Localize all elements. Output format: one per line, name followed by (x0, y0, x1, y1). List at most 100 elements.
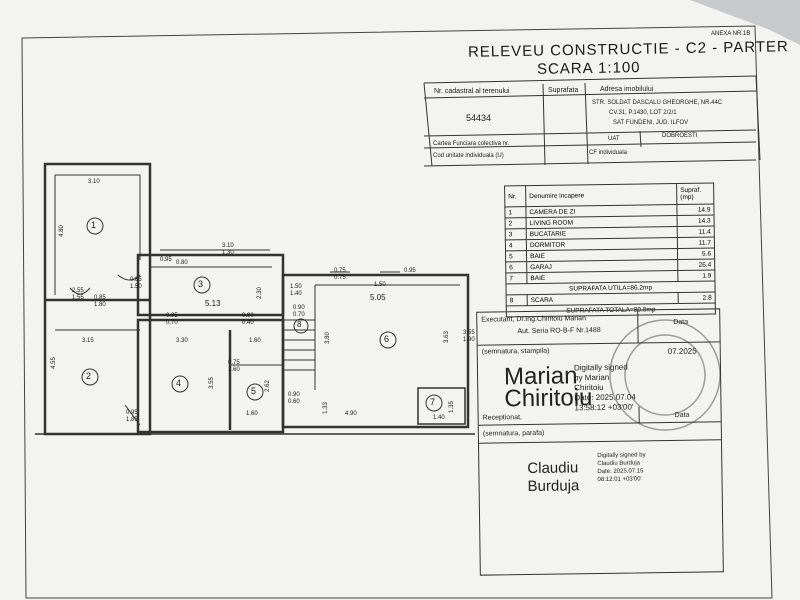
dimension-label: 3.10 (222, 243, 234, 249)
dimension-label: 1.40 (290, 291, 302, 297)
dimension-label: 0.60 (288, 399, 300, 405)
dimension-label: 0.90 (293, 305, 305, 311)
receptionat-semnatura: (semnatura, parafa) (482, 429, 545, 438)
address-line-2: CV.31, P.1430, LOT 2/2/1 (609, 110, 677, 116)
dimension-label: 0.90 (242, 313, 254, 319)
rooms-header-name: Denumire incapere (525, 183, 677, 207)
row-area: 5.6 (677, 248, 715, 260)
floor-plan (35, 162, 475, 436)
uat-label: UAT (608, 136, 620, 142)
digital-sign-text: Claudiu Burduja (597, 460, 641, 468)
dimension-label: 4.80 (58, 225, 65, 237)
dimension-label: 3.10 (88, 179, 100, 185)
receptionat-label: Receptionat, (482, 414, 523, 422)
dimension-label: 4.55 (50, 357, 57, 369)
dimension-label: 3.15 (82, 338, 94, 344)
row-nr: 6 (505, 261, 527, 273)
room-number-7: 7 (430, 397, 436, 407)
signature-box: Executant, Dr.Ing.Chiritoiu Marian Aut. … (476, 308, 724, 576)
dimension-label: 0.90 (288, 392, 300, 398)
dimension-label: 1.50 (130, 284, 142, 290)
dimension-label: 1.55 (72, 295, 84, 301)
row-nr: 4 (505, 239, 527, 251)
dimension-label: 3.55 (463, 330, 475, 336)
dimension-label: 3.30 (176, 338, 188, 344)
executant-data-value: 07.2025 (667, 346, 697, 357)
rooms-header-nr: Nr. (504, 185, 526, 207)
digital-sign-text: 13:58:12 +03'00' (574, 402, 634, 413)
annex-label: ANEXA NR.1B (711, 31, 751, 37)
dimension-label: 0.75 (334, 275, 346, 281)
dimension-label: 0.95 (126, 410, 138, 416)
scale-label: SCARA 1:100 (536, 59, 641, 78)
dimension-label: 1.60 (249, 338, 261, 344)
dimension-label: 0.70 (166, 320, 178, 326)
dimension-label: 0.85 (94, 295, 106, 301)
room-number-2: 2 (86, 371, 92, 381)
dimension-label: 1.85 (126, 417, 138, 423)
row-nr: 5 (505, 250, 527, 262)
room-number-5: 5 (251, 386, 257, 396)
dimension-label: 0.75 (228, 360, 240, 366)
cf-individuala-label: CF individuala (589, 150, 628, 156)
dimension-label: 3.63 (443, 331, 450, 343)
room-number-6: 6 (384, 334, 390, 344)
dimension-label: 3.80 (324, 332, 331, 344)
cadastral-value: 54434 (466, 113, 492, 123)
dimension-label: 1.35 (448, 401, 455, 413)
room-number-1: 1 (91, 220, 97, 230)
row-nr: 8 (506, 294, 528, 306)
executant-semnatura: (semnatura, stampila) (481, 347, 550, 356)
dimension-label: 1.30 (222, 250, 234, 256)
cadastral-header: Nr. cadastral al terenului (434, 88, 510, 95)
row-nr: 2 (505, 217, 527, 229)
stamp (609, 319, 721, 431)
dimension-label: 1.80 (94, 302, 106, 308)
dimension-label: 0.40 (242, 320, 254, 326)
dimension-label: 0.95 (404, 268, 416, 274)
dimension-label: 1.90 (463, 337, 475, 343)
dimension-label: 2.55 (72, 288, 84, 294)
dimension-label: 0.85 (130, 277, 142, 283)
executant-label: Executant, Dr.Ing.Chiritoiu Marian (481, 315, 586, 324)
dimension-label: 0.70 (293, 312, 305, 318)
room-number-4: 4 (176, 378, 182, 388)
row-area: 26.4 (677, 259, 715, 271)
digital-sign-text: Digitally signed (573, 362, 628, 373)
receptionat-data-label: Data (674, 411, 690, 419)
dimension-label: 0.80 (176, 260, 188, 266)
dimension-label: 0.95 (166, 313, 178, 319)
row-area: 14.3 (677, 215, 715, 227)
executant-data-label: Data (673, 318, 689, 326)
dimension-label: 4.90 (345, 411, 357, 417)
receptionat-name-1: Claudiu (527, 459, 579, 478)
uat-value: DOBROESTI (662, 133, 698, 139)
digital-sign-text: Date: 2025.07.15 (597, 468, 644, 476)
dimension-label: 5.13 (205, 299, 221, 308)
row-nr: 7 (505, 272, 527, 284)
dimension-label: 1.60 (228, 367, 240, 373)
dimension-label: 0.95 (160, 257, 172, 263)
address-line-1: STR. SOLDAT DASCALU GHEORGHE, NR.44C (592, 100, 723, 106)
suprafata-header: Suprafata (548, 87, 579, 94)
dimension-label: 5.05 (370, 293, 386, 302)
digital-sign-text: Chiritoiu (574, 382, 604, 393)
dimension-label: 0.75 (334, 268, 346, 274)
row-area: 2.8 (678, 292, 716, 304)
row-area: 14.9 (676, 204, 715, 216)
row-nr: 1 (504, 206, 527, 218)
dimension-label: 1.50 (374, 282, 386, 288)
row-nr: 3 (505, 228, 527, 240)
digital-sign-text: by Marian (574, 372, 610, 383)
executant-aut: Aut. Seria RO-B-F Nr.1488 (517, 326, 601, 336)
room-number-3: 3 (198, 279, 204, 289)
dimension-label: 1.33 (322, 402, 329, 414)
digital-sign-text: 08:12:01 +03'00' (597, 476, 642, 484)
row-area: 1.9 (677, 270, 715, 282)
dimension-label: 3.55 (208, 377, 215, 389)
room-number-8: 8 (297, 320, 302, 329)
dimension-label: 2.62 (264, 380, 271, 392)
cod-unitate-label: Cod unitate individuala (U) (433, 153, 504, 159)
